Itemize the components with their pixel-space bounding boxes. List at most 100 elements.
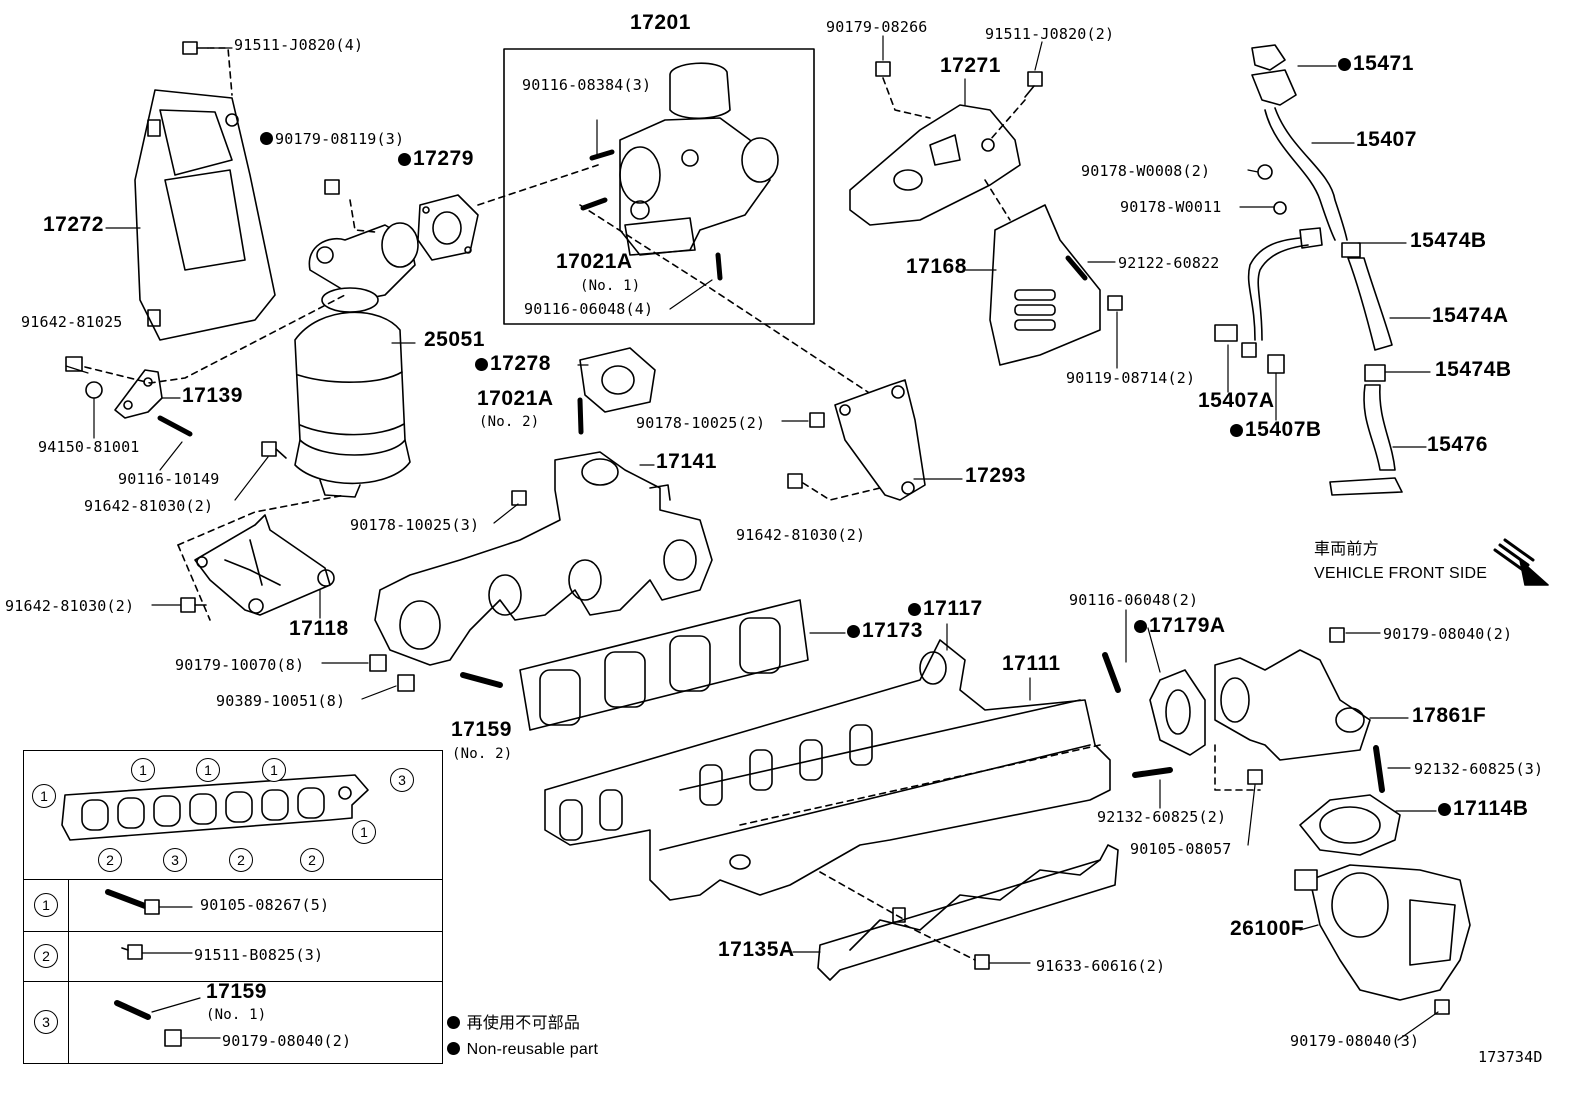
nut-90178-10025-a [511,490,527,506]
legend-part-91511-b0825: 91511-B0825(3) [194,946,324,964]
nonreusable-text-en: Non-reusable part [466,1041,599,1058]
part-label-text: 17278 [490,352,551,375]
part-label-90105-08057: 90105-08057 [1130,840,1232,858]
legend-part-90105-08267: 90105-08267(5) [200,896,330,914]
gasket-callout-2-a: 2 [98,848,122,872]
part-label-15474b-b: 15474B [1435,358,1512,381]
part-label-15476: 15476 [1427,433,1488,456]
legend-key-2: 2 [24,932,69,982]
callout-1: 1 [34,893,58,917]
washer-90389-10051 [397,674,415,692]
part-label-92132-60825-2: 92132-60825(2) [1097,808,1227,826]
gasket-callout-3-right: 3 [390,768,414,792]
bracket-17118 [177,494,346,621]
part-label-90178-w0011: 90178-W0011 [1120,198,1222,216]
heat-insulator-17272 [134,89,276,341]
part-label-92122-60822: 92122-60822 [1118,254,1220,272]
gasket-callout-2-b: 2 [229,848,253,872]
part-label-15474a: 15474A [1432,304,1509,327]
part-label-17141: 17141 [656,450,717,473]
part-label-90116-10149: 90116-10149 [118,470,220,488]
nonreusable-note-en: Non-reusable part [447,1041,598,1059]
part-label-text: 17179A [1149,614,1226,637]
oil-pipe-15407 [1214,44,1348,374]
part-label-15407: 15407 [1356,128,1417,151]
part-label-90389-10051: 90389-10051(8) [216,692,346,710]
part-label-17021a-no2-sub: (No. 2) [479,414,540,430]
part-label-90116-06048-2: 90116-06048(2) [1069,591,1199,609]
bolt-91511-j0820 [182,41,233,96]
part-label-15407b: 15407B [1230,419,1322,440]
heat-insulator-17271 [849,61,1043,226]
fastener-legend: 1 90105-08267(5) 2 91511-B0825(3) 3 1715… [23,750,443,1064]
leader-lines [65,35,1439,1041]
part-label-91642-81030-c: 91642-81030(2) [736,526,866,544]
part-label-91633-60616: 91633-60616(2) [1036,957,1166,975]
part-label-91642-81030-b: 91642-81030(2) [5,597,135,615]
gasket-callout-1-c: 1 [262,758,286,782]
legend-key-1: 1 [24,880,69,932]
part-label-15407a: 15407A [1198,389,1275,412]
gasket-17179a [1132,669,1206,778]
diagram-id: 173734D [1478,1048,1543,1066]
vehicle-front-label-en: VEHICLE FRONT SIDE [1314,565,1488,582]
throttle-body-26100f [1294,864,1471,1015]
part-label-90179-08119: 90179-08119(3) [260,130,404,148]
part-label-17271: 17271 [940,54,1001,77]
part-label-25051: 25051 [424,328,485,351]
legend-row-3: 3 17159 (No. 1) 90179-08040(2) [24,981,442,1064]
nut-90178-10025-b [809,412,825,428]
part-label-90179-10070: 90179-10070(8) [175,656,305,674]
part-label-text: 17279 [413,147,474,170]
legend-key-3: 3 [24,982,69,1064]
part-label-text: 90179-08119(3) [275,130,405,148]
part-label-91511-j0820-4: 91511-J0820(4) [234,36,364,54]
intake-manifold-17111 [544,639,1121,901]
gasket-17114b [1299,794,1401,856]
legend-row-1: 1 90105-08267(5) [24,879,442,932]
part-label-17279: 17279 [398,147,474,170]
turbocharger-assembly-box [503,48,815,325]
gasket-callout-1-a: 1 [131,758,155,782]
legend-part-17159: 17159 [206,980,267,1003]
part-label-90119-08714: 90119-08714(2) [1066,369,1196,387]
part-label-17021a-no2: 17021A [477,387,554,410]
part-label-17168: 17168 [906,255,967,278]
part-label-17135a: 17135A [718,938,795,961]
bolt-91642-81030-a [261,441,287,459]
part-label-17272: 17272 [43,213,104,236]
gasket-callout-1-left: 1 [32,784,56,808]
part-label-text: 17173 [862,619,923,642]
part-label-90116-08384: 90116-08384(3) [522,76,652,94]
part-label-17201: 17201 [630,11,691,34]
part-label-90179-08266: 90179-08266 [826,18,928,36]
part-label-17173: 17173 [847,619,923,642]
legend-fasteners [105,889,221,1047]
gasket-callout-1-right: 1 [352,820,376,844]
part-label-17861f: 17861F [1412,704,1487,727]
part-label-26100f: 26100F [1230,917,1305,940]
part-label-90178-w0008: 90178-W0008(2) [1081,162,1211,180]
part-label-15474b-a: 15474B [1410,229,1487,252]
nut-90179-08119 [324,179,376,233]
part-label-text: 15471 [1353,52,1414,75]
part-label-15471: 15471 [1338,52,1414,75]
catalytic-converter-25051 [294,222,419,498]
exhaust-manifold-17141 [374,451,713,666]
part-label-17021a-no1-sub: (No. 1) [580,278,641,294]
bracket-17293 [787,379,926,501]
gasket-17279 [417,194,479,261]
gasket-callout-2-c: 2 [300,848,324,872]
cover-17135a [817,844,1119,981]
vehicle-front-arrow [1493,538,1549,586]
part-label-90116-06048-4: 90116-06048(4) [524,300,654,318]
part-label-17139: 17139 [182,384,243,407]
part-label-91511-j0820-2: 91511-J0820(2) [985,25,1115,43]
part-label-17159-no2-sub: (No. 2) [452,746,513,762]
vehicle-front-label-jp: 車両前方 [1314,541,1379,558]
part-label-90178-10025-2: 90178-10025(2) [636,414,766,432]
callout-2: 2 [34,944,58,968]
part-label-91642-81030-a: 91642-81030(2) [84,497,214,515]
hoses-15474-15476 [1329,242,1403,496]
